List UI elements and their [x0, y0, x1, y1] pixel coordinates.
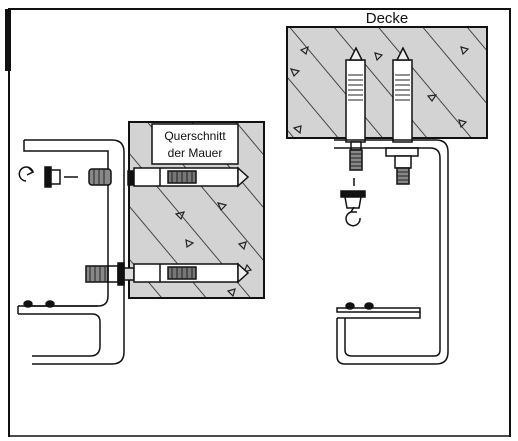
nut-icon	[44, 166, 61, 188]
aggregate-markers	[174, 202, 253, 298]
ceiling-bracket	[334, 139, 449, 365]
ceiling-anchor-right	[385, 46, 419, 185]
page-frame	[5, 8, 511, 437]
wall-anchor-upper	[127, 166, 250, 188]
wall-bracket	[17, 139, 125, 365]
wall-anchor-lower	[85, 262, 250, 286]
ceiling-label: Decke	[366, 10, 409, 27]
rotate-arrow-icon	[345, 206, 361, 227]
wall-section-label-line1: Querschnitt	[164, 129, 226, 143]
wall-section-label-box: Querschnitt der Mauer	[151, 123, 239, 165]
wall-section-label-line2: der Mauer	[168, 146, 223, 160]
wall-bolt-stub	[88, 168, 112, 186]
ceiling-anchor-left	[345, 46, 366, 171]
ceiling-nut-assembly	[340, 178, 366, 209]
rotate-arrow-icon	[18, 166, 35, 182]
aggregate-markers	[289, 45, 470, 135]
ceiling-block	[286, 26, 488, 139]
